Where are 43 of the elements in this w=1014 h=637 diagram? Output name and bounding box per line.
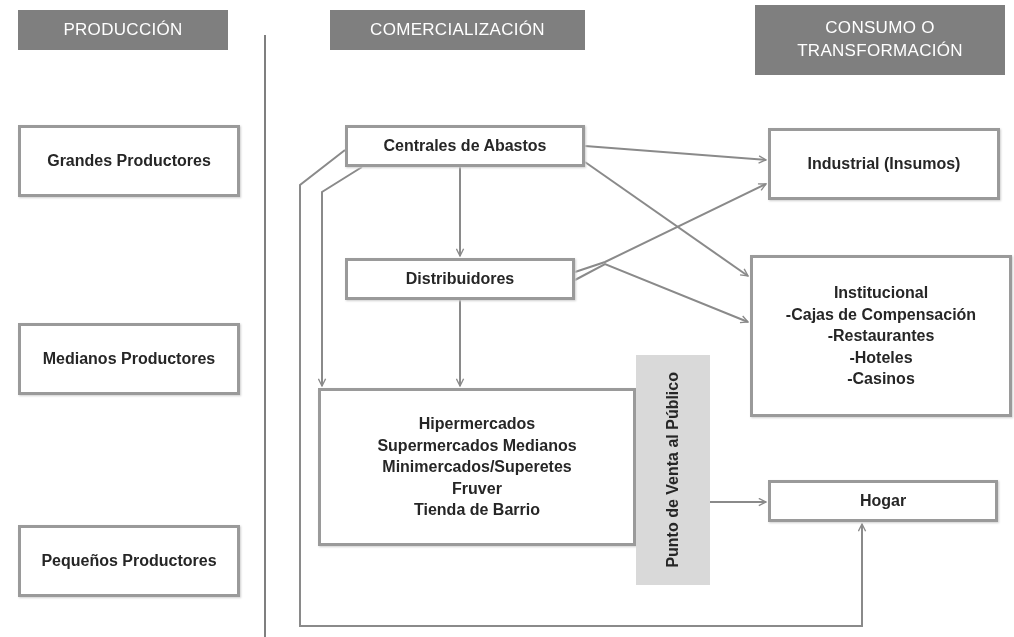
- arrow: [584, 145, 767, 164]
- box-label: Pequeños Productores: [41, 551, 217, 572]
- process-box: [768, 480, 998, 522]
- box-heading: Hipermercados: [418, 414, 536, 434]
- list-item: -Casinos: [847, 369, 915, 390]
- process-box: [345, 258, 575, 300]
- box-label: PRODUCCIÓN: [63, 18, 183, 41]
- process-box: [318, 388, 636, 546]
- box-label: Industrial (Insumos): [807, 154, 961, 175]
- box-label: Hogar: [859, 491, 907, 512]
- process-box: [18, 525, 240, 597]
- box-label: Centrales de Abastos: [383, 136, 547, 157]
- box-label: Grandes Productores: [47, 151, 211, 172]
- column-header: [18, 10, 228, 50]
- list-item: -Cajas de Compensación: [785, 304, 977, 325]
- process-box: [18, 125, 240, 197]
- arrow: [455, 299, 465, 387]
- process-box: [18, 323, 240, 395]
- box-label: COMERCIALIZACIÓN: [370, 18, 545, 41]
- arrow: [574, 183, 767, 273]
- arrow: [574, 262, 749, 324]
- arrow: [455, 166, 465, 257]
- side-band: [636, 355, 710, 585]
- box-label: CONSUMO O TRANSFORMACIÓN: [796, 17, 964, 62]
- arrow: [584, 161, 749, 277]
- list-item: Supermercados Medianos: [377, 435, 577, 456]
- process-box: [750, 255, 1012, 417]
- arrow: [299, 149, 867, 627]
- list-item: Fruver: [452, 478, 502, 499]
- process-box: [345, 125, 585, 167]
- arrow: [709, 497, 767, 507]
- list-item: -Hoteles: [849, 347, 913, 368]
- column-header: [330, 10, 585, 50]
- box-label: Punto de Venta al Público: [663, 372, 683, 568]
- box-heading: Institucional: [833, 283, 929, 303]
- box-label: Medianos Productores: [42, 349, 216, 370]
- list-item: Tienda de Barrio: [414, 500, 540, 521]
- column-header: [755, 5, 1005, 75]
- list-item: Minimercados/Superetes: [382, 457, 572, 478]
- arrow: [317, 166, 363, 387]
- list-item: -Restaurantes: [827, 326, 935, 347]
- box-label: Distribuidores: [405, 269, 515, 290]
- process-box: [768, 128, 1000, 200]
